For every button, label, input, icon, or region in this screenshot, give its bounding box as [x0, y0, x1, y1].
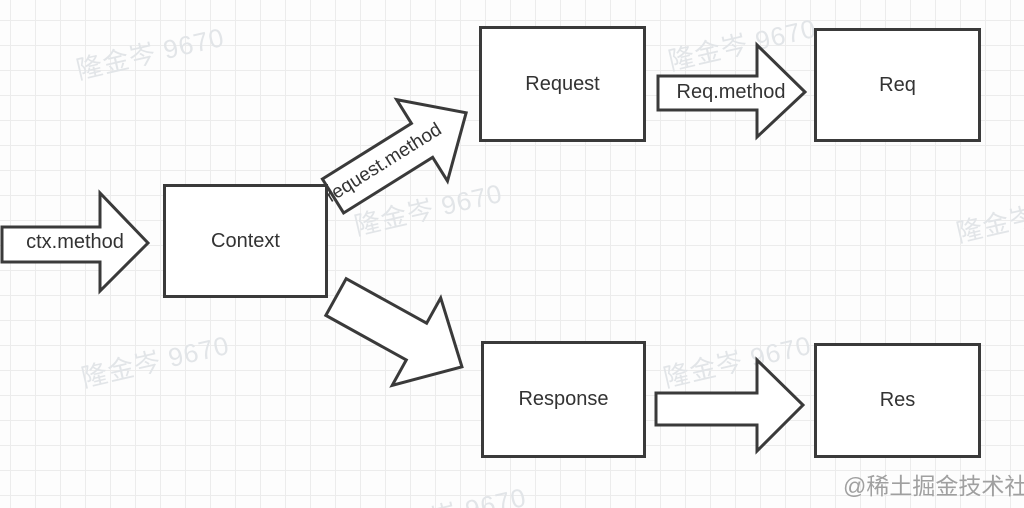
node-req: Req: [814, 28, 981, 142]
response-to-res-arrow: [654, 356, 806, 455]
node-context-label: Context: [211, 229, 280, 252]
node-res-label: Res: [879, 389, 916, 411]
community-credit: @稀土掘金技术社区: [843, 473, 1024, 499]
node-res: Res: [814, 343, 981, 458]
node-req-label: Req: [879, 73, 916, 96]
request-method-arrow: [320, 97, 469, 216]
context-to-response-arrow: [323, 276, 464, 388]
req-method-arrow: [656, 41, 808, 141]
node-context: Context: [163, 184, 328, 298]
node-request-label: Request: [525, 72, 600, 95]
node-request: Request: [479, 26, 646, 142]
ctx-method-arrow: [0, 189, 151, 295]
node-response-label: Response: [518, 388, 609, 410]
node-response: Response: [481, 341, 646, 458]
